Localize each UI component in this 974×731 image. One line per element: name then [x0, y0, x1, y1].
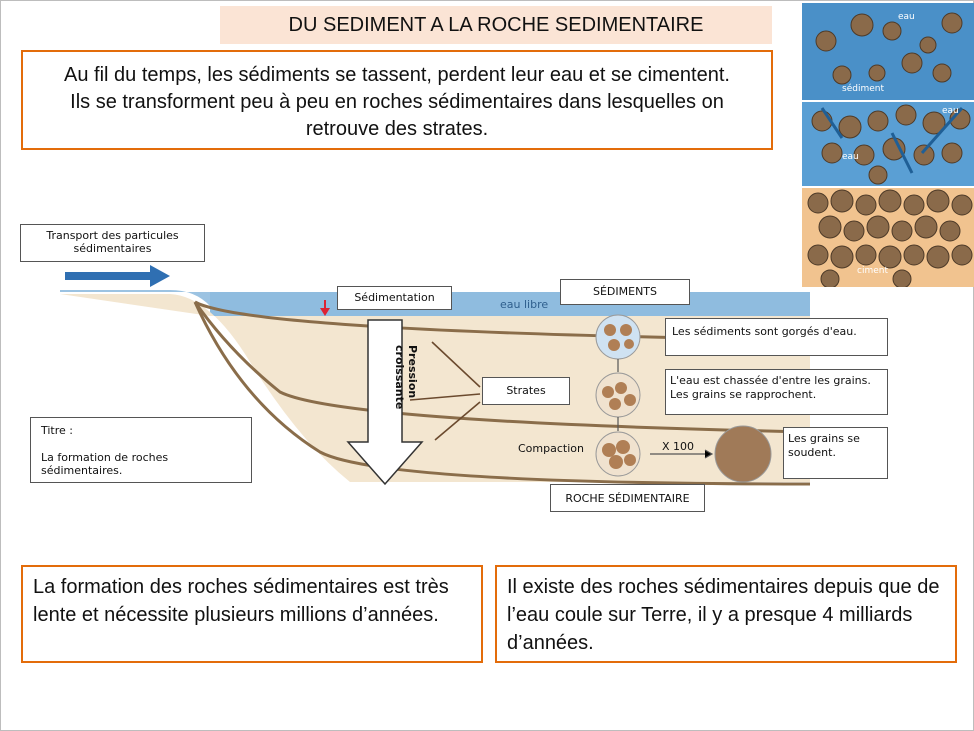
- slide-title: DU SEDIMENT A LA ROCHE SEDIMENTAIRE: [220, 6, 772, 44]
- label-strates: Strates: [482, 377, 570, 405]
- label-roche: ROCHE SÉDIMENTAIRE: [550, 484, 705, 512]
- label-riviere: Rivière: [180, 268, 215, 279]
- title-value: La formation de roches sédimentaires.: [41, 451, 169, 477]
- sedimentation-diagram: Transport des particules sédimentaires R…: [20, 222, 890, 522]
- photo-label-eau-2: eau: [942, 106, 959, 116]
- duration-text-box: La formation des roches sédimentaires es…: [21, 565, 483, 663]
- label-sediments: SÉDIMENTS: [560, 279, 690, 305]
- age-text-box: Il existe des roches sédimentaires depui…: [495, 565, 957, 663]
- title-box: Titre : La formation de roches sédimenta…: [30, 417, 252, 483]
- label-sedimentation: Sédimentation: [337, 286, 452, 310]
- grains-photo: eau sédiment eau eau ciment: [802, 3, 974, 287]
- note-sediments: Les sédiments sont gorgés d'eau.: [665, 318, 888, 356]
- photo-label-sediment: sédiment: [842, 83, 884, 94]
- note-grains: Les grains se soudent.: [783, 427, 888, 479]
- label-compaction: Compaction: [518, 442, 584, 455]
- age-text: Il existe des roches sédimentaires depui…: [507, 576, 940, 654]
- label-eau-libre: eau libre: [500, 298, 549, 311]
- photo-label-eau-3: eau: [842, 152, 859, 162]
- title-label: Titre :: [41, 424, 74, 437]
- intro-text-box: Au fil du temps, les sédiments se tassen…: [21, 50, 773, 150]
- note-water: L'eau est chassée d'entre les grains. Le…: [665, 369, 888, 415]
- photo-label-ciment: ciment: [857, 266, 888, 276]
- label-pression: Pression croissante: [393, 345, 419, 410]
- intro-text: Au fil du temps, les sédiments se tassen…: [64, 64, 730, 140]
- label-transport-text: Transport des particules sédimentaires: [46, 229, 179, 255]
- duration-text: La formation des roches sédimentaires es…: [33, 576, 449, 626]
- label-x100: X 100: [662, 440, 695, 453]
- photo-label-eau-1: eau: [898, 12, 915, 22]
- label-transport: Transport des particules sédimentaires: [20, 224, 205, 262]
